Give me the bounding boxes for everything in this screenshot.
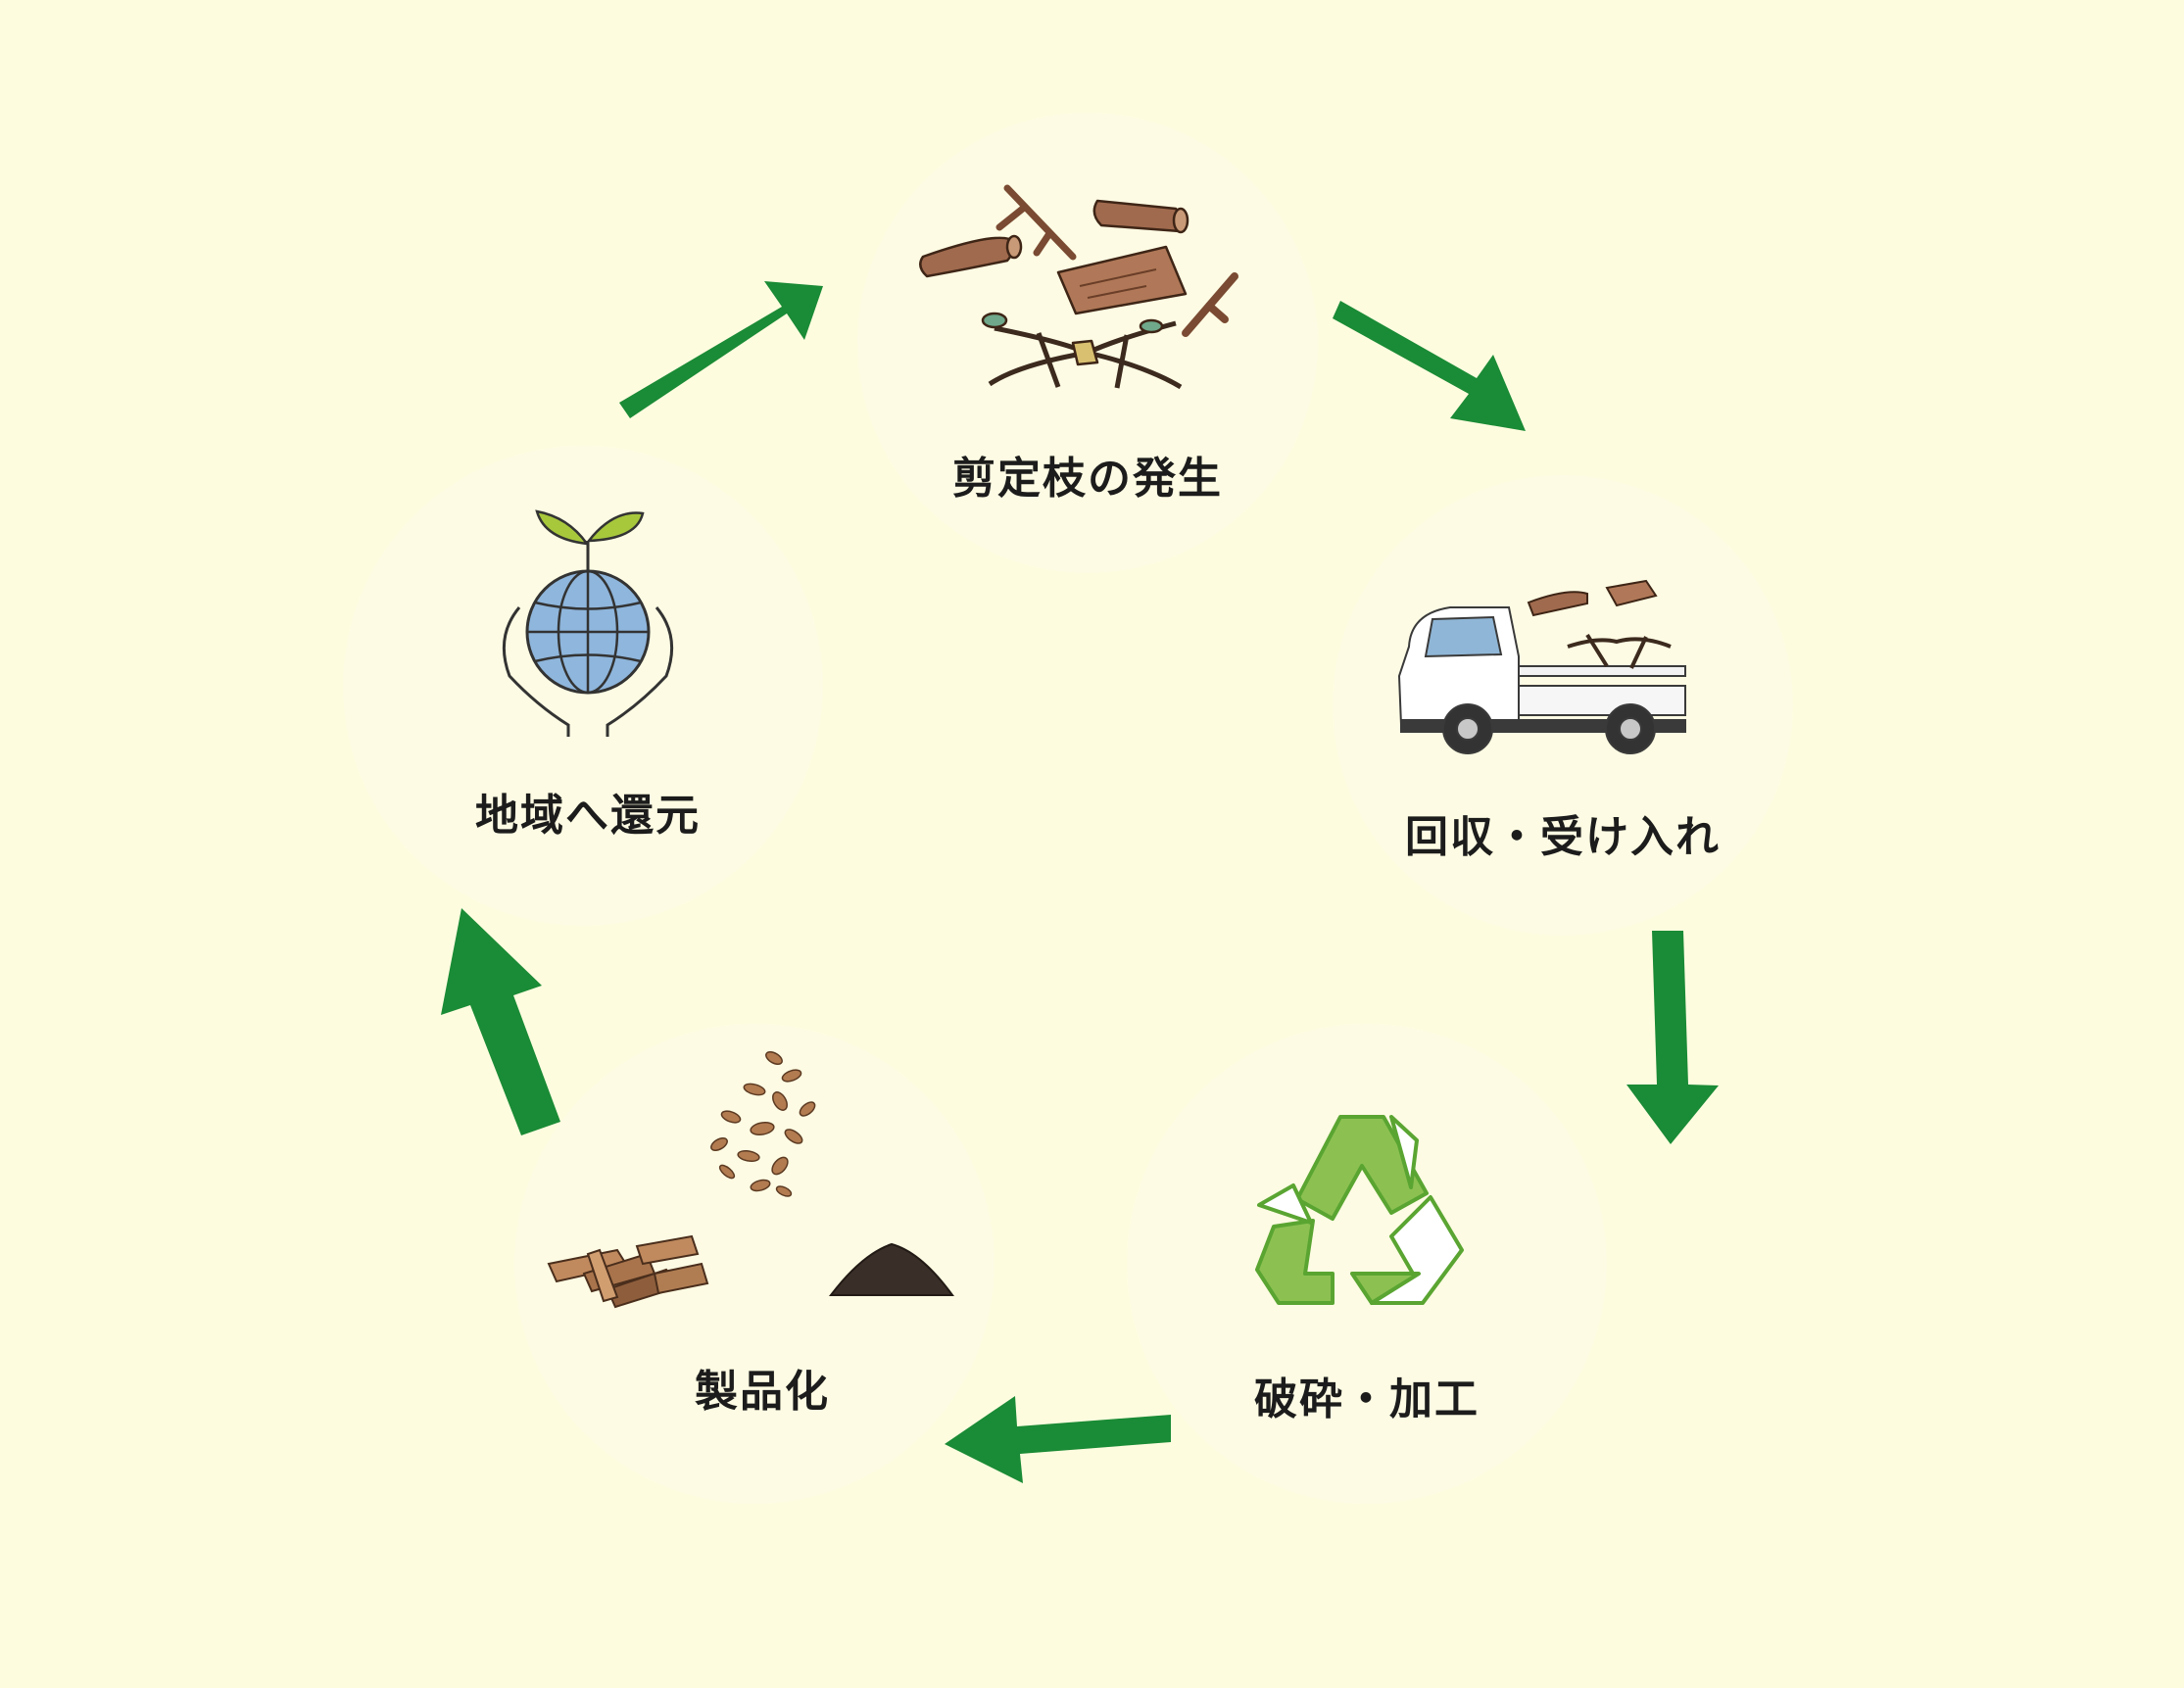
wood-products-icon	[547, 1051, 954, 1309]
stage-node-processing	[1127, 1024, 1607, 1504]
branches-icon	[919, 184, 1238, 390]
wood-chips-icon	[710, 1051, 816, 1197]
globe-sprout-icon	[502, 509, 674, 737]
arrow-pruning-to-collection	[1333, 301, 1526, 431]
recycle-icon	[1255, 1115, 1464, 1305]
stage-node-products	[514, 1024, 995, 1504]
stage-label-return: 地域へ還元	[475, 791, 701, 841]
arrow-products-to-return	[441, 908, 560, 1135]
stage-label-pruning: 剪定枝の発生	[952, 454, 1223, 504]
stage-label-collection: 回収・受け入れ	[1405, 812, 1721, 862]
kei-truck-icon	[1397, 579, 1686, 754]
stage-label-products: 製品化	[695, 1367, 830, 1417]
stage-label-processing: 破砕・加工	[1254, 1375, 1480, 1424]
arrow-return-to-pruning	[619, 281, 823, 418]
arrow-collection-to-processing	[1626, 931, 1719, 1144]
stage-nodes	[343, 113, 1793, 1504]
compost-pile-icon	[828, 1242, 954, 1296]
cycle-arrows	[441, 281, 1719, 1483]
arrow-processing-to-products	[945, 1396, 1171, 1483]
firewood-icon	[547, 1234, 709, 1309]
